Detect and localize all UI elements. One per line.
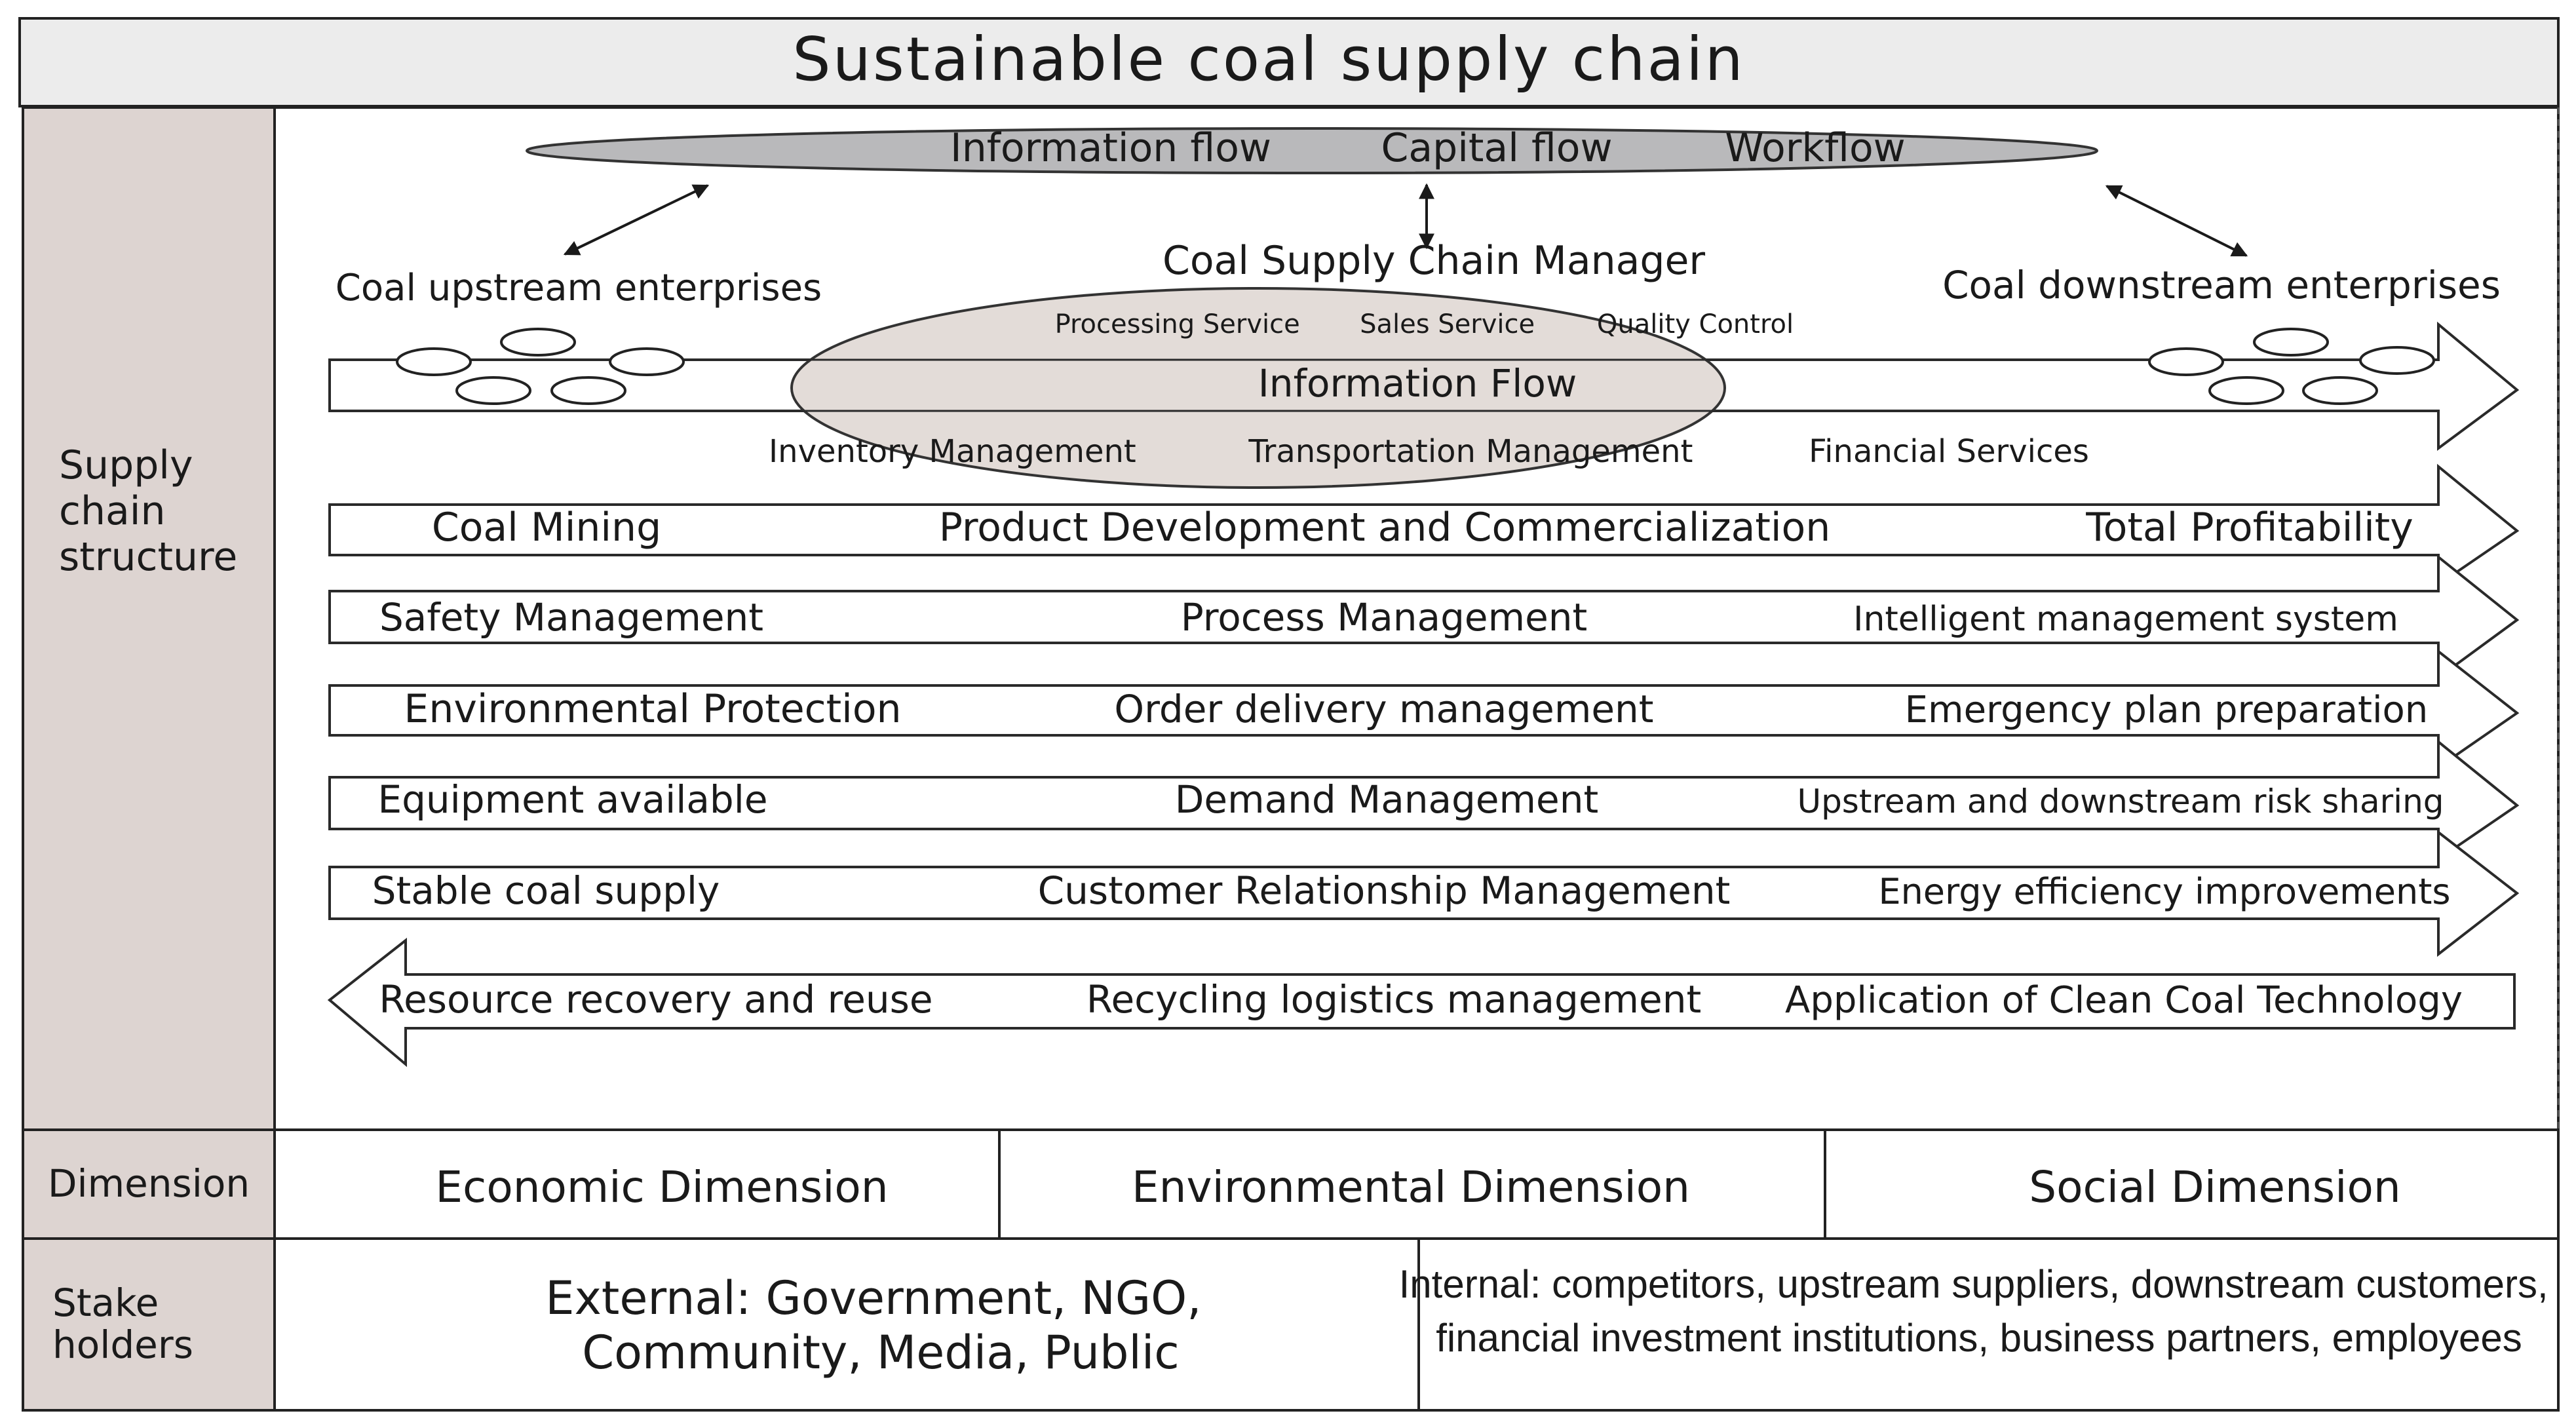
row-4-left-label: Equipment available <box>377 777 767 822</box>
internal-stakeholders-label: Internal: competitors, upstream supplier… <box>1399 1262 2560 1360</box>
sales-service-label: Sales Service <box>1360 309 1535 339</box>
economic-dimension-cell <box>273 1128 1001 1240</box>
processing-service-label: Processing Service <box>1055 309 1300 339</box>
workflow-label: Workflow <box>1725 125 1906 171</box>
row-5-center-label: Customer Relationship Management <box>1038 868 1731 913</box>
flows-ellipse <box>526 127 2098 174</box>
row-reverse-left-label: Resource recovery and reuse <box>379 977 932 1022</box>
coal-downstream-label: Coal downstream enterprises <box>1942 263 2501 307</box>
row-stable-coal-supply: Stable coal supply Customer Relationship… <box>328 829 2520 957</box>
internal-stakeholders-cell <box>1417 1237 2560 1412</box>
row-3-right-label: Emergency plan preparation <box>1905 689 2429 731</box>
title-bar <box>18 17 2560 107</box>
page-title: Sustainable coal supply chain <box>792 24 1745 94</box>
row-safety-management: Safety Management Process Management Int… <box>328 554 2520 680</box>
sidebar-supply-chain-label: Supply chain structure <box>59 442 237 580</box>
quality-control-label: Quality Control <box>1597 309 1794 339</box>
row-1-right-label: Total Profitability <box>2085 505 2413 550</box>
coal-upstream-label: Coal upstream enterprises <box>336 267 822 309</box>
row-1-center-label: Product Development and Commercializatio… <box>939 505 1831 550</box>
row-5-right-label: Energy efficiency improvements <box>1878 871 2450 912</box>
external-stakeholders-cell <box>273 1237 1420 1412</box>
financial-services-label: Financial Services <box>1809 433 2089 470</box>
upstream-enterprise-bubbles <box>396 328 685 405</box>
social-dimension-label: Social Dimension <box>2029 1162 2400 1212</box>
row-environmental-protection: Environmental Protection Order delivery … <box>328 648 2520 770</box>
row-2-right-label: Intelligent management system <box>1853 600 2398 639</box>
row-5-left-label: Stable coal supply <box>372 868 720 913</box>
row-4-center-label: Demand Management <box>1175 777 1598 822</box>
manager-bottom-services: Inventory Management Transportation Mana… <box>769 433 2089 470</box>
manager-title: Coal Supply Chain Manager <box>1163 238 1705 284</box>
information-flow-center-label: Information Flow <box>1258 361 1577 406</box>
sidebar-supply-chain-cell <box>22 106 276 1131</box>
row-2-left-label: Safety Management <box>379 595 763 640</box>
row-1-left-label: Coal Mining <box>432 505 661 550</box>
row-coal-mining: Coal Mining Product Development and Comm… <box>328 463 2520 587</box>
transportation-management-label: Transportation Management <box>1248 433 1693 470</box>
downstream-connector-arrow <box>2105 185 2248 257</box>
downstream-enterprise-bubbles <box>2148 328 2435 405</box>
row-equipment-available: Equipment available Demand Management Up… <box>328 739 2520 862</box>
sidebar-stakeholders-label: Stake holders <box>52 1281 193 1367</box>
economic-dimension-label: Economic Dimension <box>435 1162 888 1212</box>
row-reverse-center-label: Recycling logistics management <box>1086 977 1701 1022</box>
row-reverse-right-label: Application of Clean Coal Technology <box>1785 979 2463 1022</box>
social-dimension-cell <box>1824 1128 2560 1240</box>
row-4-right-label: Upstream and downstream risk sharing <box>1797 782 2444 820</box>
row-recycling-reverse: Resource recovery and reuse Recycling lo… <box>327 937 2516 1068</box>
manager-ellipse <box>790 287 1726 489</box>
external-stakeholders-label: External: Government, NGO, Community, Me… <box>545 1271 1216 1379</box>
sidebar-stakeholders-cell <box>22 1237 276 1412</box>
row-2-center-label: Process Management <box>1181 595 1588 640</box>
capital-flow-label: Capital flow <box>1381 125 1612 171</box>
upstream-connector-arrow <box>563 184 710 256</box>
manager-top-services: Processing Service Sales Service Quality… <box>1055 309 1794 339</box>
inventory-management-label: Inventory Management <box>769 433 1136 470</box>
sidebar-dimension-label: Dimension <box>48 1161 250 1206</box>
row-3-center-label: Order delivery management <box>1114 687 1653 731</box>
row-3-left-label: Environmental Protection <box>404 686 901 732</box>
information-flow-label: Information flow <box>950 125 1271 171</box>
environmental-dimension-label: Environmental Dimension <box>1132 1162 1690 1212</box>
